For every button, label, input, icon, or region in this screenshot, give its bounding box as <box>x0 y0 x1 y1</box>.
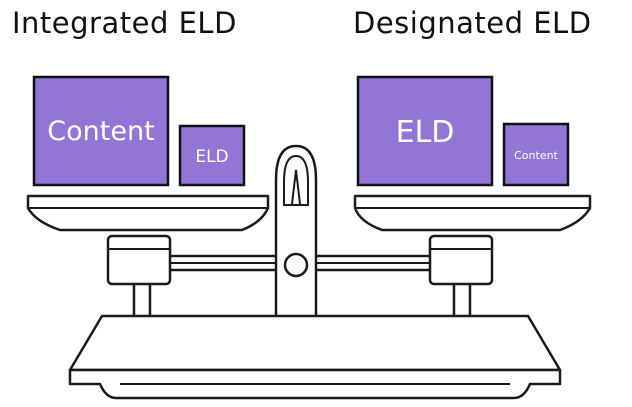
right-eld-box: ELD <box>356 75 494 187</box>
left-content-label: Content <box>47 116 154 147</box>
left-content-box: Content <box>32 75 170 187</box>
right-content-label: Content <box>514 149 558 162</box>
left-pan <box>26 194 270 232</box>
left-eld-box: ELD <box>178 124 246 187</box>
left-hanger-stem <box>132 278 152 320</box>
scale-center-post <box>274 144 318 320</box>
integrated-eld-heading: Integrated ELD <box>12 6 237 40</box>
right-pan <box>353 194 592 232</box>
right-hanger-stem <box>452 278 472 320</box>
left-hanger-block <box>106 234 172 286</box>
left-eld-label: ELD <box>195 147 228 167</box>
scale-base-top <box>68 314 562 372</box>
scale-pivot-knob <box>283 252 309 278</box>
designated-eld-heading: Designated ELD <box>353 6 592 40</box>
scale-needle <box>291 169 301 205</box>
scale-post-window <box>283 154 309 206</box>
right-eld-label: ELD <box>396 115 455 150</box>
right-content-box: Content <box>502 122 570 187</box>
right-hanger-block <box>428 234 494 286</box>
